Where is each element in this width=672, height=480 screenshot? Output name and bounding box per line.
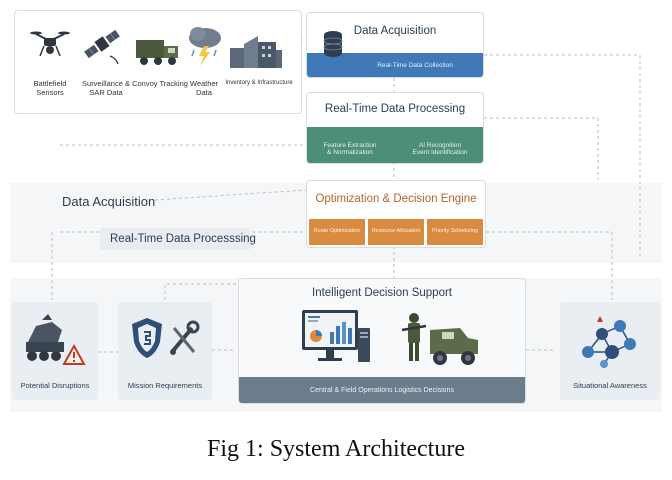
processing-left-subtitle: Feature Extraction & Normalization (323, 142, 377, 156)
source-weather-data: Weather Data (189, 79, 219, 97)
decision-support-footer-bar (239, 377, 525, 403)
source-convoy-tracking: Convoy Tracking (132, 79, 188, 88)
source-battlefield-sensors: Battlefield Sensors (33, 79, 67, 97)
soldier-vehicle-icon (401, 313, 478, 365)
side-label-data-processing-text: Real-Time Data Processsing (110, 233, 256, 245)
source-surveillance-sar: Surveillance & SAR Data (82, 79, 130, 97)
convoy-truck-icon (136, 40, 178, 65)
mission-requirements-label: Mission Requirements (127, 381, 203, 390)
optimization-module-resource: Resource Allocation (368, 219, 424, 245)
data-acquisition-title: Data Acquisition (353, 25, 437, 37)
database-icon (323, 31, 343, 57)
side-label-data-processing (100, 228, 250, 250)
data-acquisition-bar (307, 53, 483, 77)
network-nodes-icon (582, 316, 636, 368)
connector-mission-up (164, 283, 240, 300)
data-processing-box: Real-Time Data Processing Feature Extrac… (306, 92, 484, 164)
damaged-vehicle-icon (26, 314, 86, 365)
optimization-engine-title: Optimization & Decision Engine (315, 193, 477, 205)
mission-requirements-tile (118, 302, 212, 400)
optimization-engine-box: Optimization & Decision Engine Route Opt… (306, 180, 486, 248)
satellite-icon (84, 29, 120, 65)
module-route-label: Route Optimization (313, 228, 361, 234)
figure-caption: Fig 1: System Architecture (207, 436, 465, 462)
connector-situational (486, 231, 613, 300)
drone-icon (30, 31, 70, 57)
decision-support-title: Intelligent Decision Support (312, 287, 452, 299)
weather-cloud-icon (189, 27, 221, 66)
data-processing-bar (307, 127, 483, 163)
connector-side-acquisition (154, 189, 307, 201)
decision-support-footer: Central & Field Operations Logistics Dec… (310, 387, 454, 394)
connector-right-loop (484, 54, 641, 260)
source-inventory-infrastructure: Inventory & Infrastructure (225, 80, 293, 86)
optimization-module-priority: Priority Scheduling (427, 219, 483, 245)
tools-wrench-icon (170, 320, 200, 355)
data-acquisition-box: Data Acquisition Real-Time Data Collecti… (306, 12, 484, 78)
data-acquisition-subtitle: Real-Time Data Collection (377, 62, 453, 69)
shield-icon (132, 318, 162, 358)
connector-right-to-processing (484, 117, 599, 180)
side-label-data-acquisition: Data Acquisition (62, 194, 156, 209)
situational-awareness-label: Situational Awareness (573, 381, 647, 390)
module-resource-label: Resource Allocation (371, 228, 421, 234)
dashboard-monitor-icon (302, 310, 370, 362)
potential-disruptions-label: Potential Disruptions (20, 381, 90, 390)
infrastructure-buildings-icon (230, 36, 282, 68)
module-priority-label: Priority Scheduling (432, 228, 478, 234)
processing-right-subtitle: AI Recognition Event Identification (412, 142, 468, 156)
data-processing-title: Real-Time Data Processing (324, 103, 466, 115)
optimization-module-route: Route Optimization (309, 219, 365, 245)
